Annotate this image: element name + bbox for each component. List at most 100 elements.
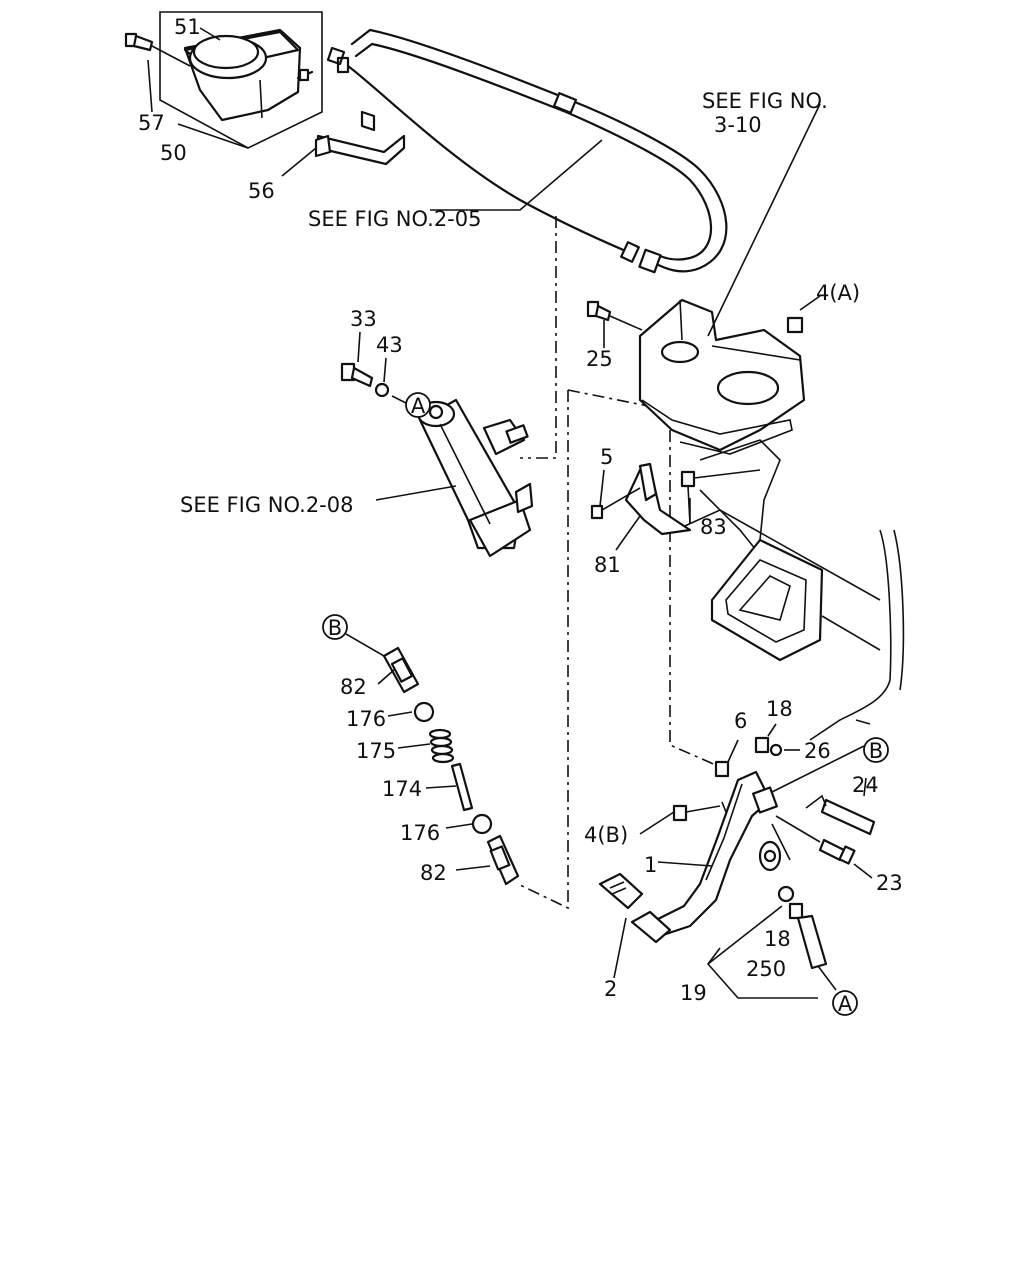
part-26: 26 (804, 739, 831, 763)
leader-82b (455, 865, 491, 871)
clip-26 (769, 743, 783, 757)
part-25: 25 (586, 347, 613, 371)
leader-19 (706, 947, 818, 999)
bushing-18-upper (754, 736, 770, 754)
marker-a-bottom: A (838, 992, 853, 1016)
part-51: 51 (174, 15, 201, 39)
ref-fig-3-10-line1: SEE FIG NO. (702, 89, 828, 113)
leader-marker-a-bottom (817, 965, 837, 991)
leader-56 (281, 147, 317, 177)
leader-5 (599, 469, 605, 507)
washer-176-lower (471, 813, 493, 835)
leader-4b (639, 811, 675, 835)
guide-main (517, 390, 569, 910)
pedal-bracket (638, 298, 806, 455)
leader-6 (727, 739, 739, 763)
leader-24 (863, 777, 867, 797)
clevis-82-upper (382, 646, 420, 694)
spring-175 (428, 728, 455, 764)
part-57: 57 (138, 111, 165, 135)
bracket-81 (624, 462, 692, 536)
washer-43 (374, 382, 390, 398)
reservoir-box (159, 11, 323, 149)
leader-176a (387, 711, 413, 717)
marker-b-left-circle (322, 614, 348, 640)
leader-fig-2-08 (375, 485, 457, 501)
pedal-arm-1 (654, 770, 772, 938)
leader-81 (615, 515, 641, 551)
marker-a-top-circle (405, 392, 431, 418)
master-cylinder (416, 398, 534, 558)
leader-174 (425, 785, 457, 789)
pedal-pad-2 (598, 872, 672, 944)
bolt-5 (590, 487, 641, 520)
bolt-23 (775, 815, 856, 865)
bolt-83 (680, 469, 761, 525)
part-43: 43 (376, 333, 403, 357)
part-24: 24 (852, 773, 879, 797)
leader-23 (853, 863, 873, 879)
hose-line (326, 28, 728, 274)
pivot-guide (771, 823, 791, 861)
part-1: 1 (644, 853, 657, 877)
part-2: 2 (604, 977, 617, 1001)
part-176-lower: 176 (400, 821, 440, 845)
part-23: 23 (876, 871, 903, 895)
marker-b-right-circle (863, 737, 889, 763)
rod-174 (450, 762, 474, 812)
bolt-4b (672, 801, 727, 822)
marker-a-bottom-circle (832, 990, 858, 1016)
part-174: 174 (382, 777, 422, 801)
part-4b: 4(B) (584, 823, 628, 847)
leader-19-top (707, 905, 783, 965)
ref-fig-2-05: SEE FIG NO.2-05 (308, 207, 482, 231)
ref-fig-3-10-line2: 3-10 (714, 113, 762, 137)
part-176-upper: 176 (346, 707, 386, 731)
washer-176-upper (413, 701, 435, 723)
bolt-57 (124, 32, 191, 67)
part-4a: 4(A) (816, 281, 860, 305)
pin-24 (805, 794, 876, 836)
leader-57 (147, 59, 153, 113)
pedal-pivot (752, 786, 782, 872)
part-5: 5 (600, 445, 613, 469)
part-175: 175 (356, 739, 396, 763)
part-82-lower: 82 (420, 861, 447, 885)
floor-panel (675, 439, 905, 741)
part-56: 56 (248, 179, 275, 203)
leader-33 (357, 331, 361, 363)
bushing-6 (714, 760, 730, 778)
part-250: 250 (746, 957, 786, 981)
bracket-56 (314, 110, 406, 166)
leader-marker-b-left (345, 633, 385, 657)
guide-right (669, 430, 719, 767)
marker-b-left: B (328, 616, 342, 640)
part-50: 50 (160, 141, 187, 165)
part-82-upper: 82 (340, 675, 367, 699)
part-18-upper: 18 (766, 697, 793, 721)
bolt-33 (340, 362, 374, 388)
leader-43 (383, 357, 387, 383)
leader-1 (657, 861, 713, 867)
bolt-25 (586, 300, 643, 331)
part-81: 81 (594, 553, 621, 577)
leader-51 (199, 27, 221, 41)
clevis-82-lower (486, 834, 520, 886)
leader-82a (377, 669, 395, 685)
leader-marker-b-right (771, 745, 865, 793)
marker-b-right: B (869, 739, 883, 763)
marker-a-top: A (411, 394, 426, 418)
leader-fig-3-10 (707, 103, 821, 337)
part-83: 83 (700, 515, 727, 539)
part-33: 33 (350, 307, 377, 331)
ref-fig-2-08: SEE FIG NO.2-08 (180, 493, 354, 517)
leader-176b (445, 823, 473, 829)
leader-fig-2-05 (430, 139, 603, 211)
reservoir-tank (183, 28, 314, 122)
part-6: 6 (734, 709, 747, 733)
part-19: 19 (680, 981, 707, 1005)
leader-50 (177, 123, 249, 149)
nut-4a (786, 295, 821, 334)
